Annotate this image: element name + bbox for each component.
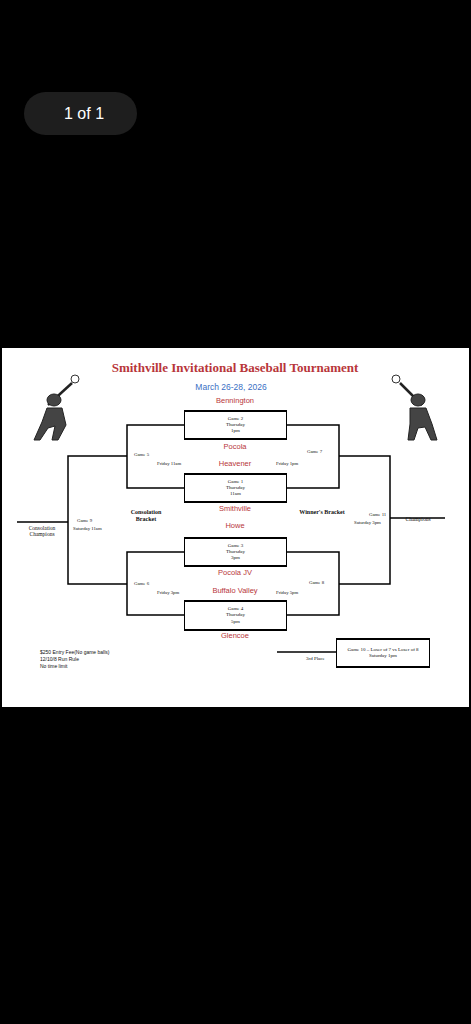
- game-time: Thursday: [226, 549, 245, 555]
- game-box: Game 1Thursday11am: [184, 473, 287, 503]
- game-box: Game 4Thursday5pm: [184, 600, 287, 631]
- bracket-lines: [17, 425, 445, 652]
- game-time: 5pm: [231, 619, 240, 625]
- game-time: Friday 11am: [157, 461, 181, 467]
- bracket-heading: Consolation Bracket: [121, 509, 171, 523]
- counter-text: 1 of 1: [64, 104, 104, 124]
- note: $250 Entry Fee(No game balls): [40, 650, 109, 656]
- game-time: Thursday: [226, 422, 245, 428]
- bracket-heading: Winner's Bracket: [298, 509, 346, 516]
- team-name: Heavener: [219, 460, 252, 469]
- title: Smithville Invitational Baseball Tournam…: [112, 361, 359, 376]
- game-label: Game 8: [309, 580, 324, 586]
- batter-left: [34, 375, 79, 440]
- game-time: Thursday: [226, 485, 245, 491]
- game-box: Game 10 – Loser of 7 vs Loser of 8Saturd…: [336, 638, 430, 668]
- game-title: Game 4: [228, 606, 244, 612]
- game-box: Game 3Thursday3pm: [184, 537, 287, 567]
- team-name: Pocola: [224, 443, 247, 452]
- game-title: Game 3: [228, 543, 244, 549]
- game-label: Game 5: [134, 452, 149, 458]
- game-time: Saturday 11am: [73, 526, 102, 532]
- game-title: Game 2: [228, 416, 244, 422]
- date: March 26-28, 2026: [195, 383, 266, 393]
- game-time: Thursday: [226, 612, 245, 618]
- game-label: Game 7: [307, 449, 322, 455]
- result-label: Champions: [405, 516, 430, 522]
- game-time: Friday 5pm: [276, 590, 298, 596]
- place-label: 3rd Place: [306, 656, 325, 662]
- note: No time limit: [40, 664, 68, 670]
- game-time: 1pm: [231, 428, 240, 434]
- game-title: Game 1: [228, 479, 244, 485]
- batter-right: [392, 375, 437, 440]
- note: 12/10/8 Run Rule: [40, 657, 79, 663]
- game-label: Game 6: [134, 581, 149, 587]
- game-title: Game 10 – Loser of 7 vs Loser of 8: [347, 647, 418, 653]
- game-time: 3pm: [231, 555, 240, 561]
- team-name: Howe: [225, 522, 244, 531]
- team-name: Pocola JV: [218, 569, 252, 578]
- result-label: Consolation Champions: [16, 525, 68, 538]
- team-name: Smithville: [219, 505, 251, 514]
- team-name: Bennington: [216, 397, 254, 406]
- game-time: Saturday 3pm: [354, 520, 381, 526]
- game-time: Friday 1pm: [276, 461, 298, 467]
- team-name: Buffalo Valley: [212, 587, 257, 596]
- sheet: [2, 348, 469, 707]
- game-label: Game 11: [369, 512, 386, 518]
- game-box: Game 2Thursday1pm: [184, 410, 287, 440]
- game-label: Game 9: [77, 518, 92, 524]
- game-time: 11am: [230, 491, 241, 497]
- game-time: Friday 3pm: [157, 590, 179, 596]
- page-counter: 1 of 1: [24, 92, 137, 135]
- game-time: Saturday 1pm: [369, 653, 397, 659]
- team-name: Glencoe: [221, 632, 249, 641]
